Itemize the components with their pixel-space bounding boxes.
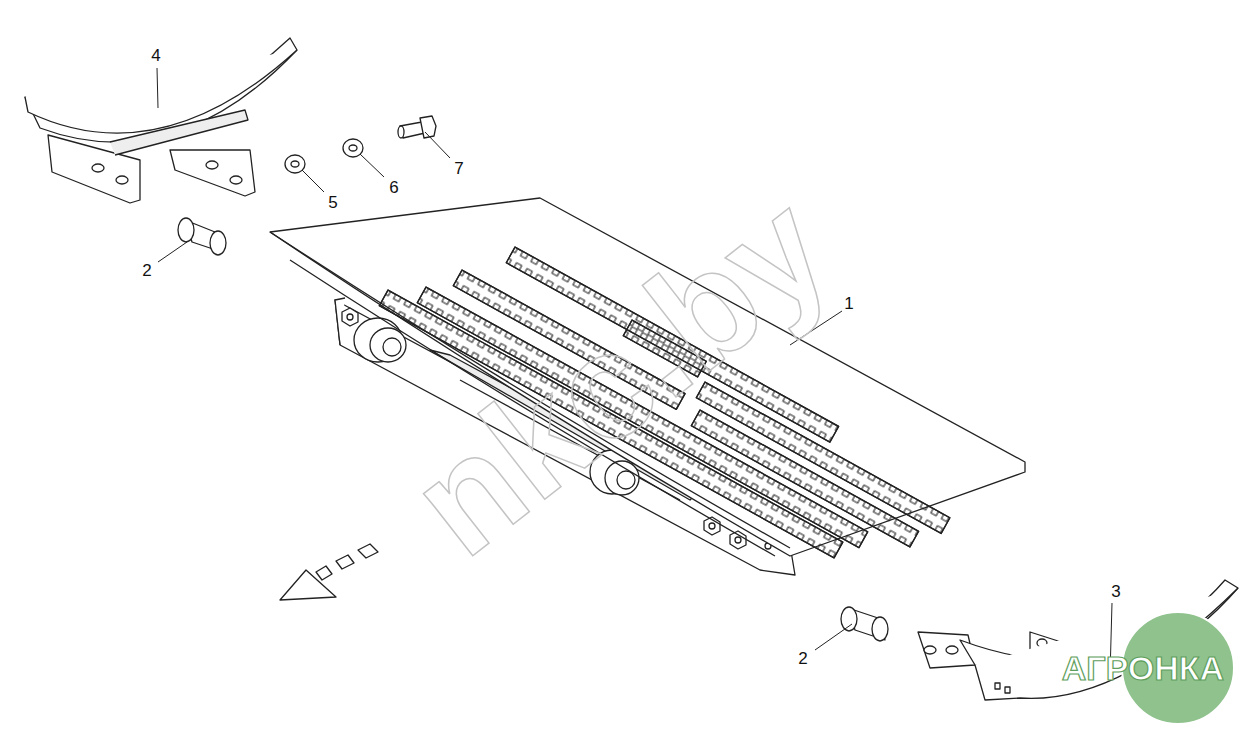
callout-number: 2 — [796, 649, 809, 668]
direction-arrow — [280, 544, 378, 600]
side-bracket — [25, 38, 297, 203]
logo-text: АГРОНКА — [1062, 651, 1224, 685]
callout-number: 6 — [387, 178, 400, 197]
callout-number: 4 — [149, 46, 162, 65]
callout-number: 1 — [842, 294, 855, 313]
bolt — [398, 116, 436, 138]
washer — [285, 139, 363, 173]
leader-line — [157, 68, 1112, 675]
callout-number: 2 — [140, 261, 153, 280]
callout-number: 3 — [1109, 582, 1122, 601]
callout-number: 5 — [326, 193, 339, 212]
callout-number: 7 — [452, 159, 465, 178]
